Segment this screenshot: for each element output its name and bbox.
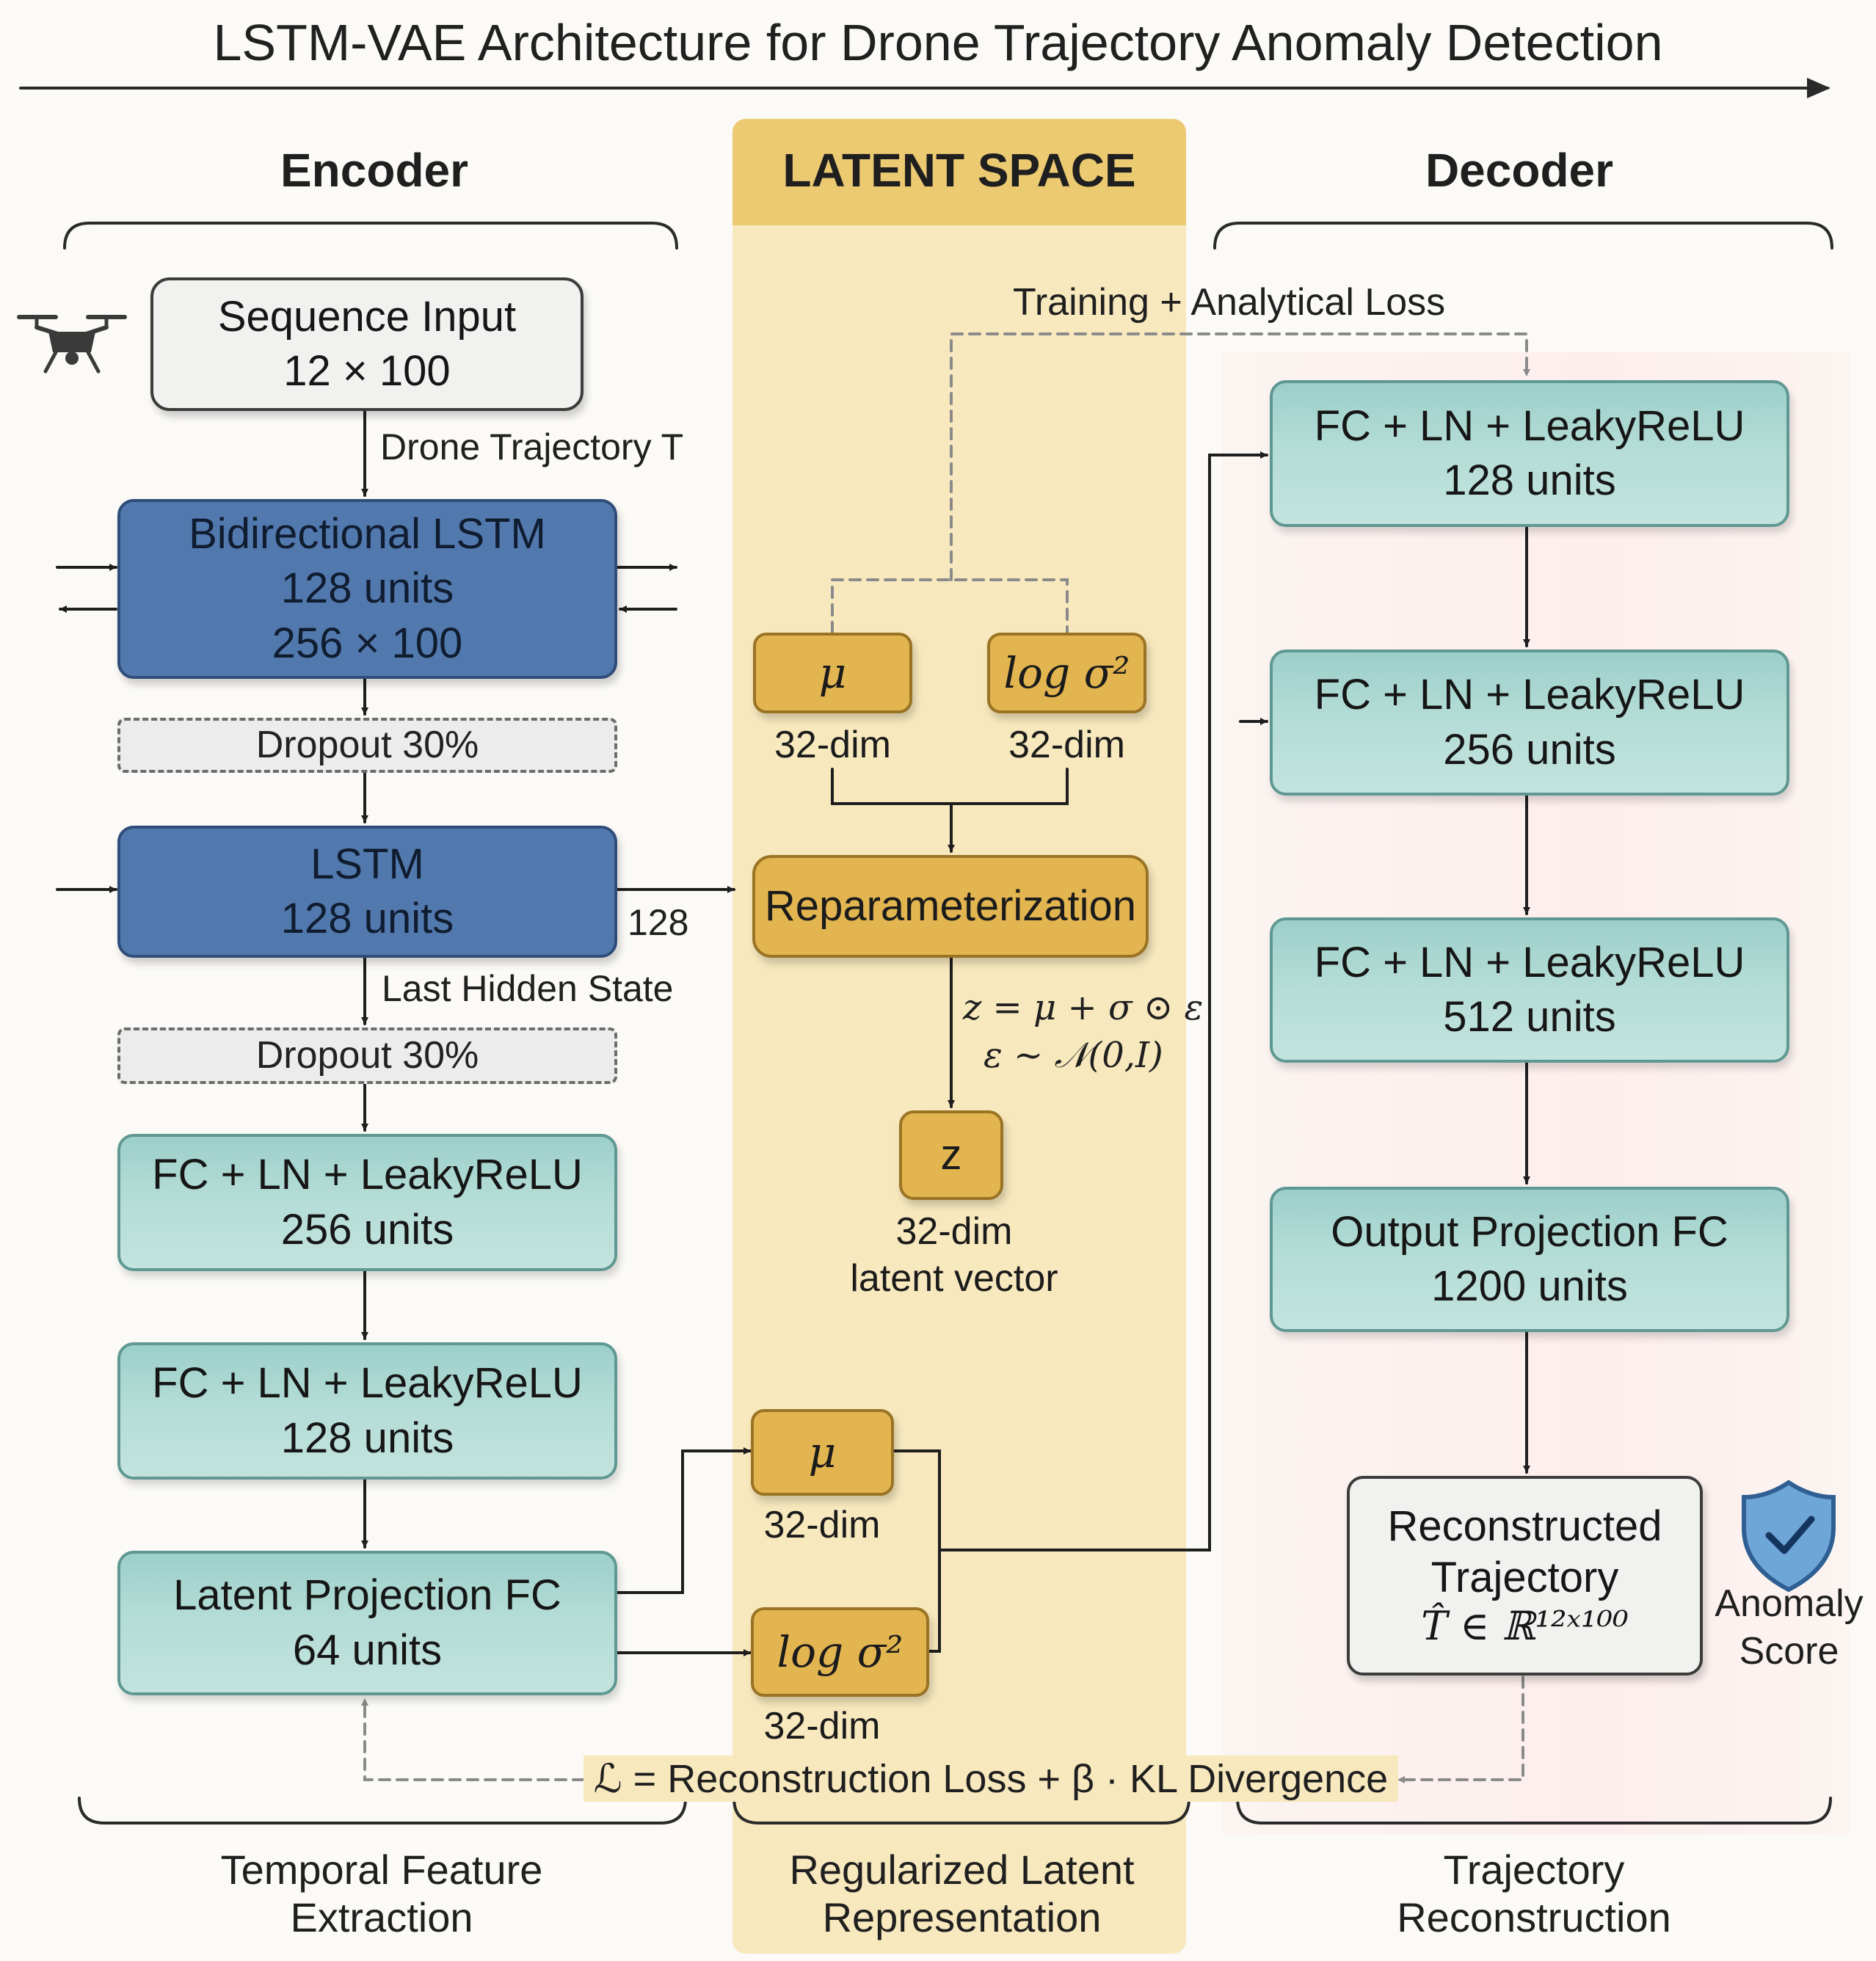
logvar-top-block: log σ² — [987, 633, 1146, 713]
decoder-fc-128-block: FC + LN + LeakyReLU 128 units — [1270, 380, 1789, 527]
reconstructed-line-2: Trajectory — [1430, 1553, 1619, 1601]
drone-icon — [17, 315, 127, 374]
anomaly-score-line-2: Score — [1739, 1630, 1839, 1673]
lstm-output-size-label: 128 — [628, 902, 689, 943]
diagram-title: LSTM-VAE Architecture for Drone Trajecto… — [213, 14, 1663, 71]
dropout-2-label: Dropout 30% — [255, 1034, 479, 1077]
decoder-fc-512-units: 512 units — [1443, 993, 1616, 1041]
latent-projection-units: 64 units — [292, 1626, 443, 1674]
lstm-title: LSTM — [310, 840, 424, 888]
mu-bottom-symbol: μ — [808, 1427, 837, 1477]
latent-space-header: LATENT SPACE — [782, 144, 1136, 197]
shield-check-icon — [1742, 1480, 1836, 1593]
encoder-bottom-bracket — [78, 1797, 687, 1824]
bilstm-title: Bidirectional LSTM — [189, 510, 546, 559]
encoder-fc-128-units: 128 units — [280, 1414, 454, 1462]
reconstructed-line-1: Reconstructed — [1387, 1502, 1662, 1550]
decoder-fc-256-block: FC + LN + LeakyReLU 256 units — [1270, 650, 1789, 796]
last-hidden-state-label: Last Hidden State — [382, 968, 674, 1009]
latent-footer-line-2: Representation — [822, 1894, 1102, 1940]
reparameterization-block: Reparameterization — [752, 855, 1149, 958]
logvar-bottom-block: log σ² — [751, 1607, 929, 1697]
z-dim: 32-dim — [895, 1210, 1013, 1253]
latent-bottom-bracket — [732, 1797, 1190, 1824]
decoder-header: Decoder — [1425, 144, 1614, 197]
mu-top-block: μ — [753, 633, 912, 713]
decoder-footer-line-1: Trajectory — [1443, 1847, 1625, 1893]
reparam-equation: z = μ + σ ⊙ ε — [963, 987, 1204, 1028]
sequence-input-block: Sequence Input 12 × 100 — [150, 277, 583, 411]
reconstructed-formula: T̂ ∈ ℝ¹²ˣ¹⁰⁰ — [1421, 1603, 1629, 1650]
decoder-top-bracket — [1213, 222, 1833, 250]
logvar-top-symbol: log σ² — [1003, 647, 1130, 698]
z-block: z — [899, 1110, 1003, 1200]
dropout-1-block: Dropout 30% — [117, 718, 617, 773]
encoder-footer-line-1: Temporal Feature — [220, 1847, 543, 1893]
latent-space-header-band — [732, 119, 1186, 225]
encoder-fc-256-block: FC + LN + LeakyReLU 256 units — [117, 1134, 617, 1271]
mu-top-symbol: μ — [818, 647, 847, 698]
noise-distribution: ε ~ 𝒩(0,I) — [984, 1035, 1163, 1076]
encoder-fc-256-title: FC + LN + LeakyReLU — [152, 1151, 583, 1199]
encoder-fc-256-units: 256 units — [280, 1205, 454, 1254]
dropout-2-block: Dropout 30% — [117, 1027, 617, 1084]
logvar-top-dim: 32-dim — [1008, 724, 1125, 766]
decoder-fc-128-units: 128 units — [1443, 456, 1616, 504]
encoder-fc-128-block: FC + LN + LeakyReLU 128 units — [117, 1342, 617, 1480]
encoder-fc-128-title: FC + LN + LeakyReLU — [152, 1359, 583, 1408]
latent-projection-title: Latent Projection FC — [173, 1571, 561, 1620]
output-projection-units: 1200 units — [1431, 1262, 1628, 1310]
training-loss-label: Training + Analytical Loss — [1013, 281, 1446, 324]
decoder-fc-256-units: 256 units — [1443, 725, 1616, 774]
decoder-fc-128-title: FC + LN + LeakyReLU — [1314, 401, 1745, 450]
mu-top-dim: 32-dim — [774, 724, 891, 766]
logvar-bottom-dim: 32-dim — [763, 1705, 881, 1747]
sequence-input-title: Sequence Input — [217, 292, 517, 341]
decoder-fc-256-title: FC + LN + LeakyReLU — [1314, 671, 1745, 719]
encoder-footer-line-2: Extraction — [290, 1894, 473, 1940]
decoder-fc-512-title: FC + LN + LeakyReLU — [1314, 938, 1745, 986]
bilstm-units: 128 units — [280, 564, 454, 613]
decoder-bottom-bracket — [1236, 1797, 1832, 1824]
total-loss-label: ℒ = Reconstruction Loss + β · KL Diverge… — [583, 1756, 1398, 1802]
lstm-block: LSTM 128 units — [117, 826, 617, 958]
logvar-bottom-symbol: log σ² — [777, 1626, 904, 1677]
encoder-header: Encoder — [280, 144, 469, 197]
output-projection-block: Output Projection FC 1200 units — [1270, 1187, 1789, 1332]
lstm-units: 128 units — [280, 895, 454, 942]
encoder-top-bracket — [63, 222, 678, 250]
bidirectional-lstm-block: Bidirectional LSTM 128 units 256 × 100 — [117, 499, 617, 679]
dropout-1-label: Dropout 30% — [255, 724, 479, 767]
output-projection-title: Output Projection FC — [1331, 1207, 1728, 1256]
z-symbol: z — [940, 1130, 962, 1179]
latent-footer-line-1: Regularized Latent — [789, 1847, 1135, 1893]
anomaly-score-line-1: Anomaly — [1715, 1582, 1864, 1625]
z-description: latent vector — [850, 1257, 1058, 1300]
drone-trajectory-label: Drone Trajectory T — [380, 426, 684, 467]
reparameterization-label: Reparameterization — [764, 881, 1137, 930]
reconstructed-trajectory-block: Reconstructed Trajectory T̂ ∈ ℝ¹²ˣ¹⁰⁰ — [1347, 1476, 1703, 1676]
decoder-footer-line-2: Reconstruction — [1397, 1894, 1671, 1940]
decoder-fc-512-block: FC + LN + LeakyReLU 512 units — [1270, 917, 1789, 1063]
sequence-input-shape: 12 × 100 — [283, 347, 451, 395]
latent-projection-block: Latent Projection FC 64 units — [117, 1551, 617, 1695]
mu-bottom-dim: 32-dim — [763, 1504, 881, 1546]
mu-bottom-block: μ — [751, 1409, 894, 1496]
bilstm-shape: 256 × 100 — [272, 619, 463, 667]
